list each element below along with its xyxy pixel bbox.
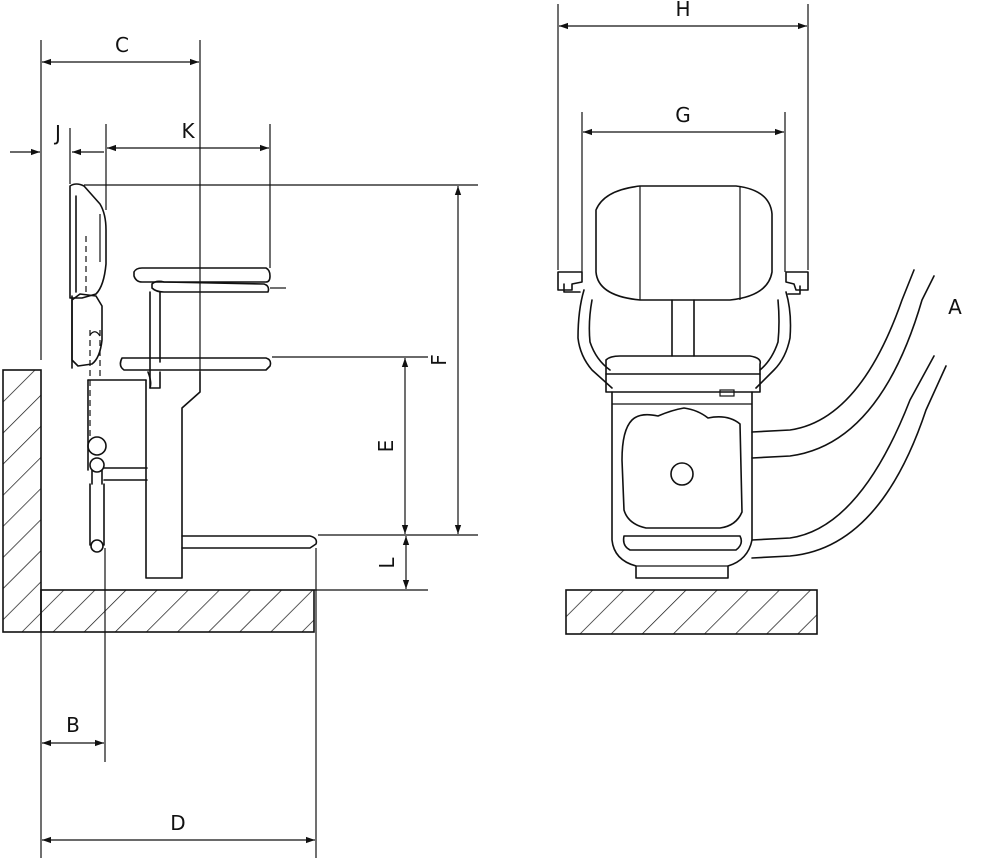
side-dimensions: C J K F E L B D — [10, 33, 478, 858]
dimension-label-f: F — [427, 354, 451, 366]
front-seat — [605, 355, 762, 375]
front-view: A H G — [557, 0, 962, 635]
dimension-label-l: L — [375, 557, 399, 569]
dimension-label-e: E — [374, 440, 398, 453]
front-armrests — [557, 271, 809, 389]
front-backrest-stem — [671, 299, 695, 357]
side-seat-assembly — [87, 267, 318, 579]
dimension-label-b: B — [66, 713, 80, 737]
dimension-label-c: C — [115, 33, 129, 57]
front-floor-hatch — [565, 589, 818, 635]
dimension-label-j: J — [53, 121, 61, 145]
dimension-label-d: D — [170, 811, 185, 835]
side-view: C J K F E L B D — [2, 33, 478, 858]
wall-hatch — [2, 369, 42, 633]
front-control-switch — [719, 389, 735, 397]
dimension-label-g: G — [675, 103, 691, 127]
rail-label-a: A — [948, 295, 962, 319]
front-dimensions: H G — [557, 0, 809, 272]
floor-hatch — [40, 589, 315, 633]
front-carriage — [611, 391, 753, 579]
front-backrest — [595, 185, 773, 301]
front-rails — [751, 269, 947, 559]
side-backrest — [69, 183, 107, 369]
side-rail — [87, 330, 148, 553]
dimension-label-h: H — [675, 0, 690, 21]
front-drive-hub — [670, 462, 694, 486]
dimension-label-k: K — [181, 119, 195, 143]
